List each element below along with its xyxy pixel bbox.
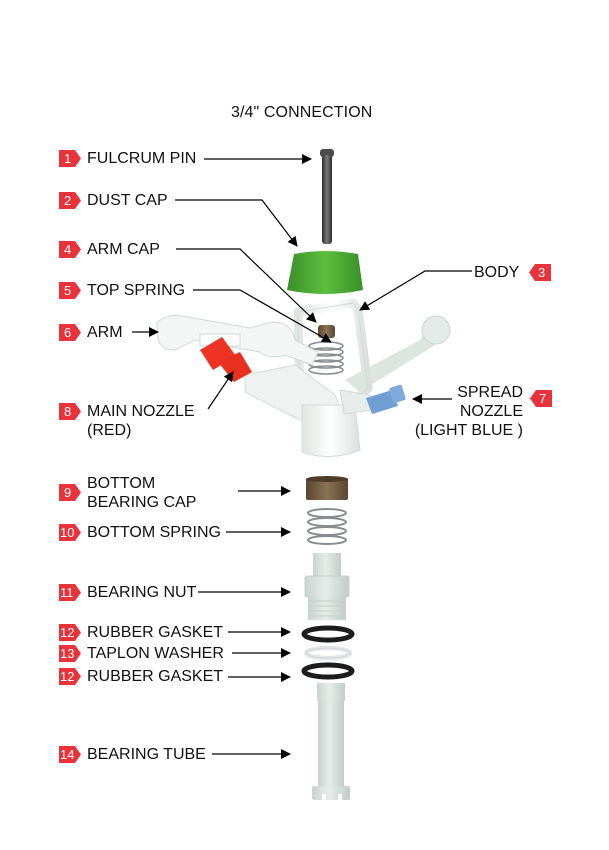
part-number-badge: 1: [59, 150, 81, 167]
spread-nozzle-part: [366, 384, 406, 414]
part-number-badge: 9: [59, 484, 81, 501]
part-number-badge: 7: [530, 390, 552, 407]
label-bottom-bearing-cap: BOTTOM BEARING CAP: [87, 475, 197, 511]
bottom-bearing-cap-part: [306, 476, 348, 500]
label-dust-cap: DUST CAP: [87, 192, 168, 209]
leader-main-nozzle: [207, 371, 234, 410]
part-number-badge: 8: [59, 403, 81, 420]
label-taplon-washer: TAPLON WASHER: [87, 645, 224, 662]
leader-dust-cap: [175, 199, 298, 247]
label-spread-nozzle: SPREAD NOZZLE (LIGHT BLUE ): [414, 384, 523, 439]
label-rubber-gasket-2: RUBBER GASKET: [87, 668, 224, 685]
label-bearing-nut: BEARING NUT: [87, 584, 197, 601]
label-rubber-gasket: RUBBER GASKET: [87, 624, 224, 641]
bearing-tube-part: [312, 683, 350, 800]
bearing-nut-part: [304, 553, 350, 620]
label-arm: ARM: [87, 324, 123, 341]
rubber-gasket-part: [301, 625, 355, 643]
label-main-nozzle: MAIN NOZZLE (RED): [87, 403, 195, 439]
main-nozzle-part: [200, 337, 252, 382]
part-number-badge: 6: [59, 324, 81, 341]
part-number-badge: 10: [59, 524, 81, 541]
part-number-badge: 2: [59, 192, 81, 209]
leader-arm-cap: [176, 248, 317, 323]
fulcrum-pin-part: [320, 149, 334, 244]
diagram-title: 3/4" CONNECTION: [231, 104, 373, 121]
part-number-badge: 13: [59, 645, 81, 662]
part-number-badge: 14: [59, 746, 81, 763]
leader-body: [359, 270, 472, 311]
bottom-spring-part: [307, 508, 347, 545]
dust-cap-part: [287, 251, 363, 294]
label-bottom-spring: BOTTOM SPRING: [87, 524, 221, 541]
label-top-spring: TOP SPRING: [87, 282, 186, 299]
part-number-badge: 12: [59, 624, 81, 641]
part-number-badge: 4: [59, 241, 81, 258]
label-bearing-tube: BEARING TUBE: [87, 746, 206, 763]
rubber-gasket-part-2: [301, 662, 355, 680]
label-body: BODY: [474, 264, 520, 281]
part-number-badge: 11: [59, 584, 81, 601]
part-number-badge: 12: [59, 668, 81, 685]
label-arm-cap: ARM CAP: [87, 241, 160, 258]
leader-lines: [132, 154, 472, 759]
part-number-badge: 5: [59, 282, 81, 299]
body-part: [244, 298, 373, 457]
label-fulcrum-pin: FULCRUM PIN: [87, 150, 197, 167]
part-number-badge: 3: [529, 264, 551, 281]
leader-top-spring: [193, 289, 332, 343]
